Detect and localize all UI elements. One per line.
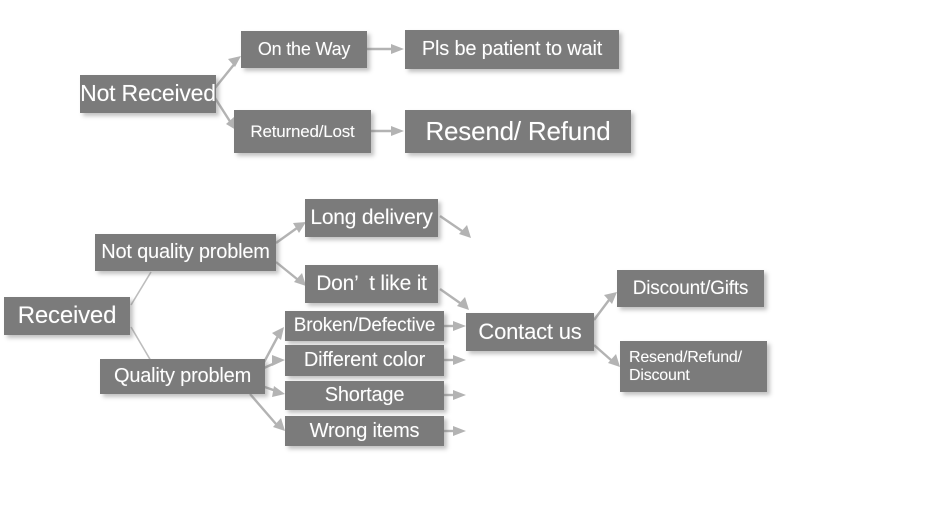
edge-contact-us-to-resend-refund-discount xyxy=(593,344,620,367)
node-quality-problem[interactable]: Quality problem xyxy=(100,359,265,394)
edge-not-quality-to-long-delivery xyxy=(275,222,306,244)
node-not-quality-problem[interactable]: Not quality problem xyxy=(95,234,276,271)
edge-long-delivery-to-contact-us xyxy=(439,215,471,238)
node-received[interactable]: Received xyxy=(4,297,130,335)
edge-not-received-to-on-the-way xyxy=(214,56,241,89)
node-long-delivery[interactable]: Long delivery xyxy=(305,199,438,237)
edge-not-quality-to-dont-like-it xyxy=(275,261,306,286)
node-broken-defective[interactable]: Broken/Defective xyxy=(285,311,444,341)
node-on-the-way[interactable]: On the Way xyxy=(241,31,367,68)
edge-wrong-items-to-contact-us xyxy=(444,426,466,436)
node-wrong-items[interactable]: Wrong items xyxy=(285,416,444,446)
node-shortage[interactable]: Shortage xyxy=(285,381,444,410)
node-dont-like-it[interactable]: Don’ t like it xyxy=(305,265,438,303)
edge-received-to-not-quality-problem xyxy=(130,271,152,306)
edge-contact-us-to-discount-gifts xyxy=(593,292,617,321)
edge-shortage-to-contact-us xyxy=(444,390,466,400)
edge-not-received-to-returned-lost xyxy=(213,97,236,130)
node-resend-refund[interactable]: Resend/ Refund xyxy=(405,110,631,153)
edge-broken-defective-to-contact-us xyxy=(444,321,466,331)
edge-received-to-quality-problem xyxy=(130,326,152,362)
node-resend-refund-discount[interactable]: Resend/Refund/ Discount xyxy=(620,341,767,392)
edge-quality-to-wrong-items xyxy=(249,393,285,431)
node-discount-gifts[interactable]: Discount/Gifts xyxy=(617,270,764,307)
node-different-color[interactable]: Different color xyxy=(285,345,444,376)
edge-returned-lost-to-resend-refund xyxy=(371,126,404,136)
edge-quality-to-shortage xyxy=(261,384,285,397)
edge-dont-like-it-to-contact-us xyxy=(439,288,469,310)
node-returned-lost[interactable]: Returned/Lost xyxy=(234,110,371,153)
node-contact-us[interactable]: Contact us xyxy=(466,313,594,351)
node-not-received[interactable]: Not Received xyxy=(80,75,216,113)
edge-quality-to-broken-defective xyxy=(260,327,284,367)
edge-quality-to-different-color xyxy=(263,355,285,370)
edge-on-the-way-to-pls-be-patient xyxy=(367,44,404,54)
node-pls-be-patient-to-wait[interactable]: Pls be patient to wait xyxy=(405,30,619,69)
edge-different-color-to-contact-us xyxy=(444,355,466,365)
